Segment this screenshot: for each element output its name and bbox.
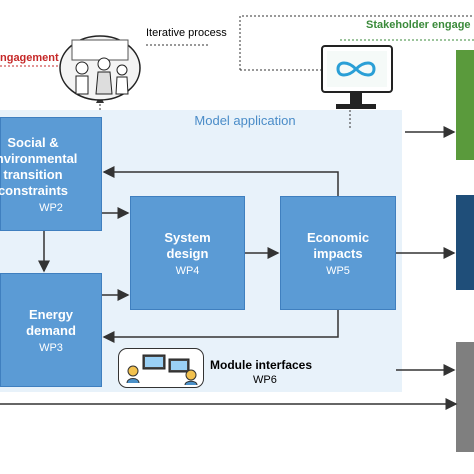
iterative-process-label: Iterative process [146,27,227,39]
social-box-wp: WP2 [39,201,63,214]
module-interfaces-wp: WP6 [253,374,277,386]
system-box-wp: WP4 [175,264,200,277]
module-interfaces-icon-box [118,348,204,388]
module-interfaces-title: Module interfaces [210,358,313,372]
side-panel-green [456,50,474,160]
iterative-loop-arrow [239,15,474,70]
energy-box-wp: WP3 [39,341,63,354]
econ-to-social-arrow [102,166,339,196]
social-constraints-box: Social & environmental transition constr… [0,117,102,231]
energy-box-title: Energy demand [26,306,76,338]
engagement-label: ngagement [0,52,59,64]
economic-impacts-box: Economic impacts WP5 [280,196,396,310]
workshop-sketch-icon [59,35,141,101]
people-computers-icon [126,354,198,386]
side-panel-blue [456,195,474,290]
system-box-title: System design [164,229,211,261]
economic-box-wp: WP5 [326,264,350,277]
econ-to-energy-arrow [102,310,339,343]
stakeholder-engagement-label: Stakeholder engage [366,19,471,31]
social-box-title: Social & environmental transition constr… [0,134,78,198]
energy-demand-box: Energy demand WP3 [0,273,102,387]
monitor-cycle-icon [321,45,393,109]
economic-box-title: Economic impacts [306,229,370,261]
side-panel-grey [456,342,474,452]
system-design-box: System design WP4 [130,196,245,310]
model-application-title: Model application [194,113,296,128]
